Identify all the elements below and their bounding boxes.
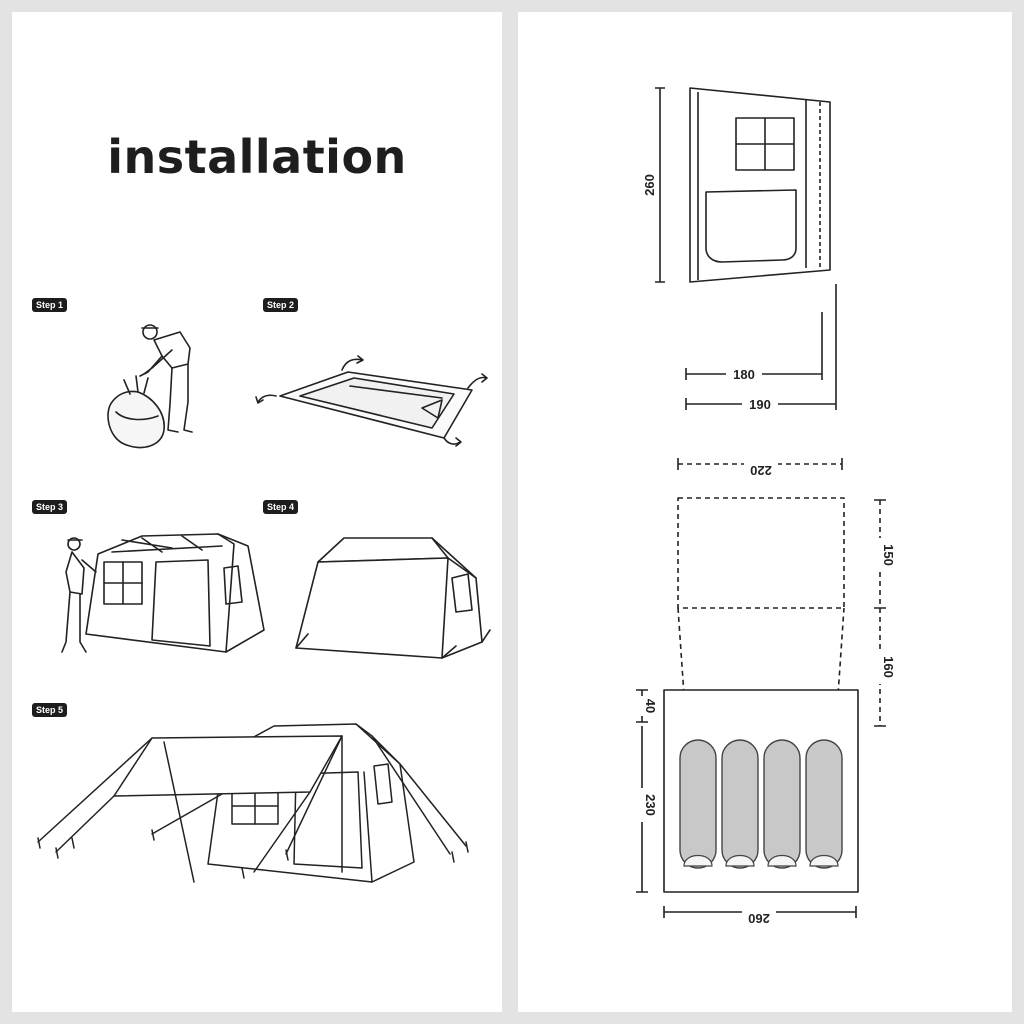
- dimensions-panel: 260 180 190: [518, 12, 1012, 1012]
- installation-panel: installation Step 1 Step 2 Step 3 Step 4…: [12, 12, 502, 1012]
- step-4-badge: Step 4: [263, 500, 299, 514]
- dim-side-width-inner: 180: [733, 367, 755, 382]
- step-4-illustration: [295, 537, 491, 659]
- step-3-illustration: [61, 533, 265, 653]
- step-2-badge: Step 2: [263, 298, 299, 312]
- dim-side-width-outer: 190: [749, 397, 771, 412]
- dim-top-inner-length: 230: [643, 794, 658, 816]
- page-title: installation: [107, 130, 407, 184]
- sleeping-pads: [679, 739, 843, 869]
- step-2-illustration: [255, 355, 488, 447]
- dimension-diagram: 260 180 190: [634, 87, 896, 926]
- top-plan: [636, 458, 886, 918]
- step-3-badge: Step 3: [32, 500, 68, 514]
- dim-top-awning-length: 150: [881, 544, 896, 566]
- step-1-badge: Step 1: [32, 298, 68, 312]
- step-5-illustration: [37, 723, 469, 883]
- step-5-badge: Step 5: [32, 703, 68, 717]
- dim-top-vestibule-length: 160: [881, 656, 896, 678]
- side-elevation: [655, 87, 837, 410]
- dim-top-base-width: 260: [748, 911, 770, 926]
- step-1-illustration: [107, 324, 193, 449]
- dim-top-inner-offset: 40: [643, 699, 658, 713]
- dim-top-awning-width: 220: [750, 463, 772, 478]
- dim-side-height: 260: [642, 174, 657, 196]
